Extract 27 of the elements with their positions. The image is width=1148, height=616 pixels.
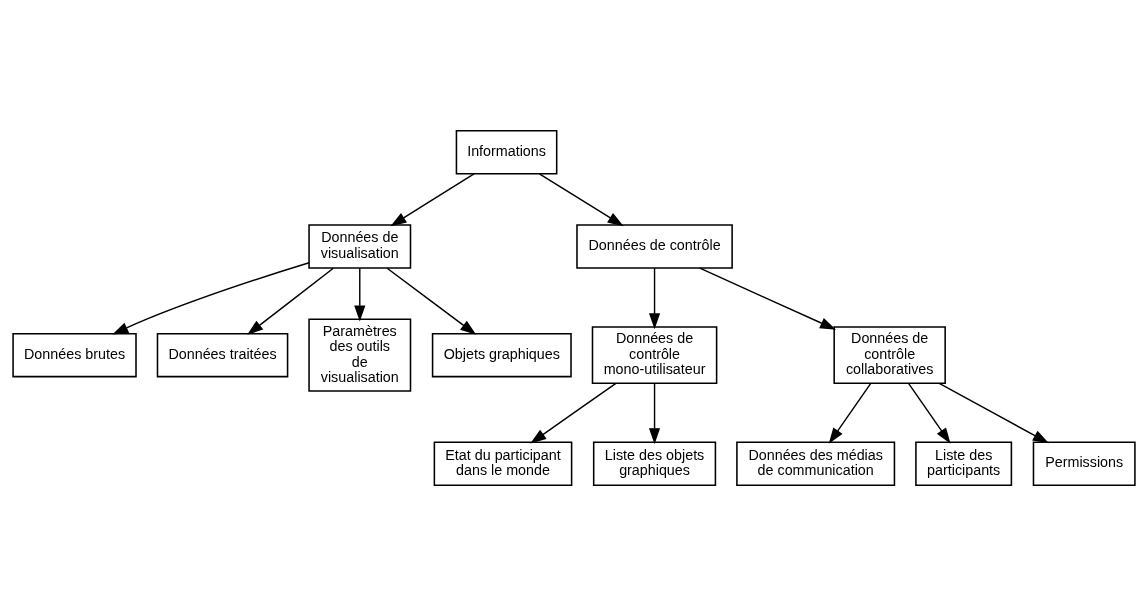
node-box: Données de contrôle mono-utilisateur: [591, 326, 718, 384]
node-box: Objets graphiques: [431, 332, 572, 378]
node-box: Paramètres des outils de visualisation: [308, 318, 412, 392]
node-box: Données de visualisation: [308, 224, 412, 269]
node-box: Données traitées: [156, 332, 289, 378]
arrow: [386, 267, 477, 335]
arrow: [530, 382, 617, 444]
arrow: [648, 267, 661, 330]
arrow: [112, 262, 310, 335]
arrow: [699, 267, 837, 330]
node-box: Liste des participants: [915, 441, 1013, 486]
arrow: [247, 267, 335, 335]
node-box: Données brutes: [12, 332, 137, 378]
arrow: [828, 382, 872, 444]
node-box: Données des médias de communication: [736, 441, 896, 486]
arrow: [354, 267, 366, 322]
node-box: Informations: [455, 130, 558, 175]
node-box: Etat du participant dans le monde: [433, 441, 573, 486]
node-box: Permissions: [1032, 441, 1136, 486]
arrow: [908, 382, 951, 444]
arrow: [648, 382, 661, 445]
arrow: [538, 173, 624, 227]
node-box: Liste des objets graphiques: [592, 441, 717, 486]
arrow: [938, 382, 1049, 444]
arrow: [390, 173, 475, 227]
node-box: Données de contrôle: [576, 224, 733, 269]
node-box: Données de contrôle collaboratives: [833, 326, 946, 384]
